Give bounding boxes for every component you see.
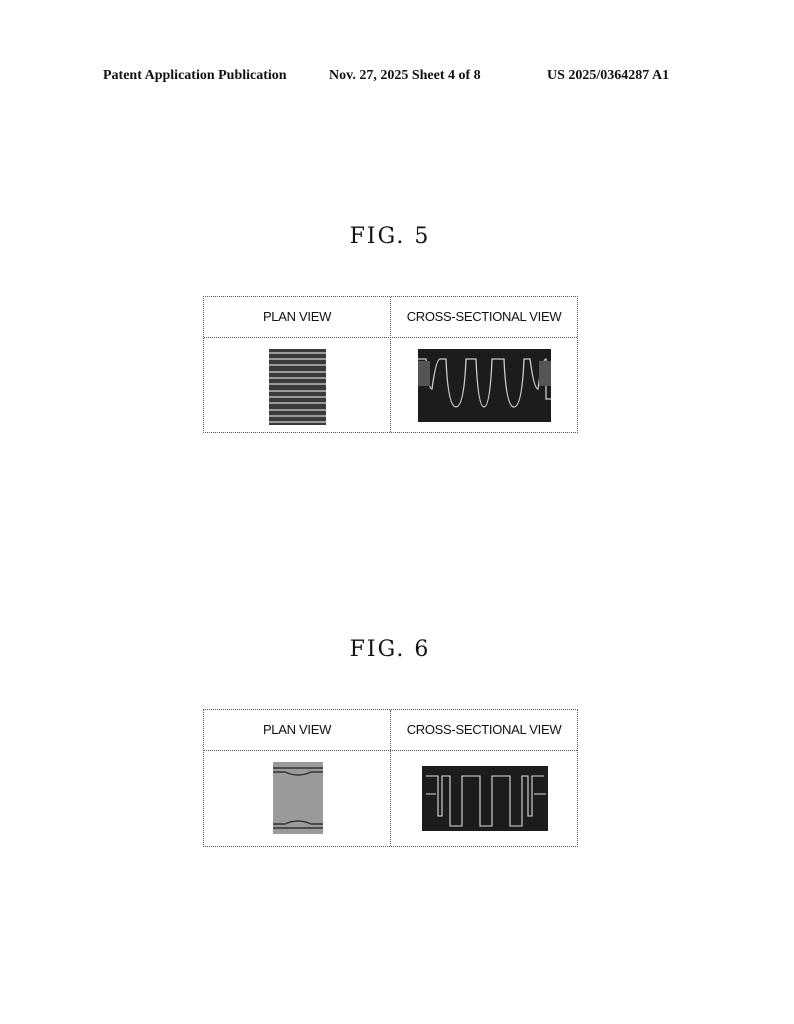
fig5-cross-section-image xyxy=(418,349,551,422)
fig5-plan-view-image xyxy=(269,349,326,425)
fig6-cross-section-image xyxy=(422,766,548,831)
figure-6-table: PLAN VIEW CROSS-SECTIONAL VIEW xyxy=(203,709,578,847)
cross-section-header: CROSS-SECTIONAL VIEW xyxy=(406,722,562,737)
publication-label: Patent Application Publication xyxy=(103,68,287,83)
cross-section-header: CROSS-SECTIONAL VIEW xyxy=(406,309,562,324)
fig6-plan-view-image xyxy=(273,762,323,834)
date-sheet: Nov. 27, 2025 Sheet 4 of 8 xyxy=(329,68,481,83)
publication-number: US 2025/0364287 A1 xyxy=(547,68,670,83)
figure-5-table: PLAN VIEW CROSS-SECTIONAL VIEW xyxy=(203,296,578,433)
figure-6-title: FIG. 6 xyxy=(349,637,431,662)
figure-5-title: FIG. 5 xyxy=(349,224,431,249)
plan-view-header: PLAN VIEW xyxy=(262,722,332,737)
plan-view-header: PLAN VIEW xyxy=(262,309,332,324)
